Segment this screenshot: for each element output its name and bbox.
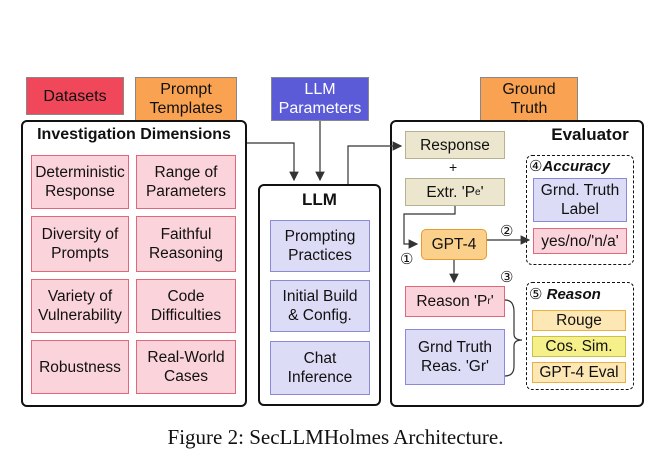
arrow-llm-to-response	[347, 141, 403, 184]
extracted-pe-quote: '	[480, 183, 484, 201]
reason-pr-text: Reason 'P	[416, 293, 488, 310]
ground-truth-label: Ground Truth	[480, 77, 578, 121]
step-4-marker: ④	[529, 158, 543, 175]
datasets-label: Datasets	[26, 77, 124, 115]
accuracy-box	[526, 155, 634, 265]
reason-heading: ⑤ Reason	[529, 285, 601, 303]
metric-cos-sim: Cos. Sim.	[532, 336, 626, 357]
gpt4-node: GPT-4	[421, 229, 487, 260]
reason-pr-sub: r	[487, 296, 491, 307]
step-2-marker: ②	[500, 223, 514, 240]
dim-variety-of-vulnerability: Variety of Vulnerability	[31, 279, 129, 333]
step-1-marker: ①	[400, 251, 414, 268]
dim-real-world-cases: Real-World Cases	[136, 340, 236, 394]
prompt-templates-label: Prompt Templates	[135, 77, 237, 121]
llm-prompting-practices: Prompting Practices	[270, 220, 370, 272]
accuracy-heading: ④Accuracy	[529, 157, 610, 175]
dim-robustness: Robustness	[31, 340, 129, 394]
step-5-marker: ⑤	[529, 286, 543, 303]
reason-box	[526, 282, 634, 390]
llm-initial-build-config: Initial Build & Config.	[270, 280, 370, 332]
dim-code-difficulties: Code Difficulties	[136, 279, 236, 333]
metric-gpt4-eval: GPT-4 Eval	[532, 362, 626, 383]
arrow-investigation-to-llm	[247, 142, 299, 182]
response-doc: Response	[405, 131, 505, 159]
llm-chat-inference: Chat Inference	[270, 341, 370, 395]
extracted-pe-sub: e	[475, 186, 481, 198]
metric-rouge: Rouge	[532, 310, 626, 331]
brace-reason-to-metrics	[504, 299, 523, 377]
reason-pr-quote: '	[490, 293, 494, 310]
grnd-truth-label: Grnd. Truth Label	[533, 178, 627, 222]
arrow-extr-to-gpt4	[403, 206, 456, 249]
dim-faithful-reasoning: Faithful Reasoning	[136, 216, 236, 272]
grnd-truth-reasoning: Grnd Truth Reas. 'Gr'	[405, 329, 505, 385]
figure-caption: Figure 2: SecLLMHolmes Architecture.	[167, 425, 504, 449]
evaluator-title: Evaluator	[551, 125, 629, 144]
plus-sign: +	[449, 159, 458, 175]
dim-range-of-parameters: Range of Parameters	[136, 155, 236, 209]
dim-deterministic-response: Deterministic Response	[31, 155, 129, 209]
investigation-title: Investigation Dimensions	[37, 126, 231, 143]
dim-diversity-of-prompts: Diversity of Prompts	[31, 216, 129, 272]
accuracy-title: Accuracy	[542, 158, 610, 175]
llm-title: LLM	[302, 190, 337, 209]
reason-title: Reason	[546, 286, 601, 303]
yes-no-na-doc: yes/no/'n/a'	[533, 228, 627, 254]
step-3-marker: ③	[500, 269, 514, 286]
extracted-pe-text: Extr. 'P	[426, 183, 476, 201]
llm-parameters-label: LLM Parameters	[271, 77, 369, 121]
